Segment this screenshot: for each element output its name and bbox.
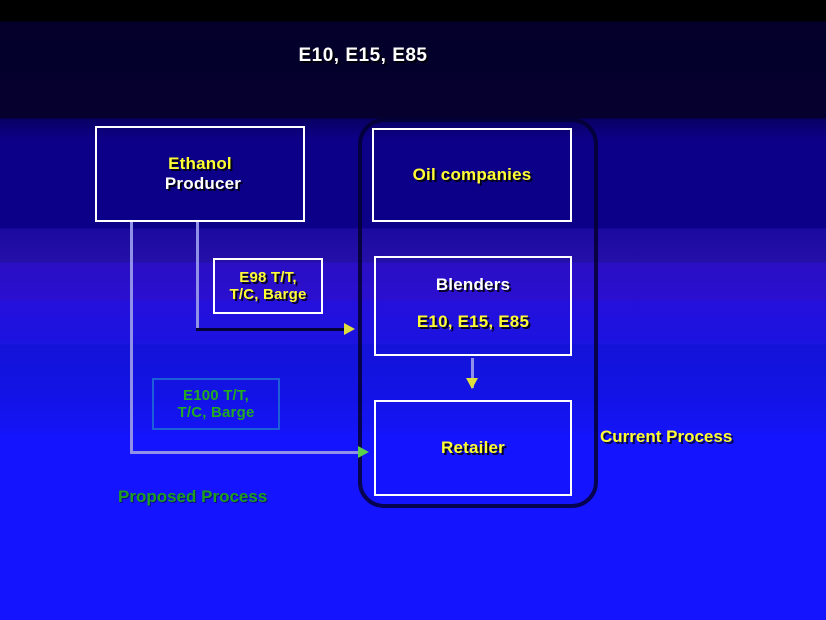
label-e98-transport-line2: T/C, Barge	[229, 286, 307, 303]
label-current-process: Current Process	[600, 427, 733, 446]
node-retailer[interactable]: Retailer	[374, 400, 572, 496]
label-e100-transport-line2: T/C, Barge	[177, 404, 255, 421]
label-e98-transport-line1: E98 T/T,	[239, 268, 297, 286]
label-e100-transport: E100 T/T, T/C, Barge	[152, 378, 280, 430]
label-e100-transport-line1: E100 T/T,	[183, 386, 249, 404]
node-blenders-label: Blenders	[435, 274, 511, 294]
node-oil-companies-label: Oil companies	[412, 165, 532, 185]
node-oil-companies[interactable]: Oil companies	[372, 128, 572, 222]
page-title: E10, E15, E85	[298, 45, 428, 66]
label-e98-transport: E98 T/T, T/C, Barge	[213, 258, 323, 314]
node-ethanol-producer-label-primary: Ethanol	[168, 154, 232, 174]
node-ethanol-producer-label-secondary: Producer	[164, 174, 242, 193]
label-proposed-process: Proposed Process	[118, 487, 268, 506]
node-blenders[interactable]: Blenders E10, E15, E85	[374, 256, 572, 356]
node-retailer-label: Retailer	[441, 438, 505, 458]
node-blenders-products: E10, E15, E85	[416, 311, 530, 331]
